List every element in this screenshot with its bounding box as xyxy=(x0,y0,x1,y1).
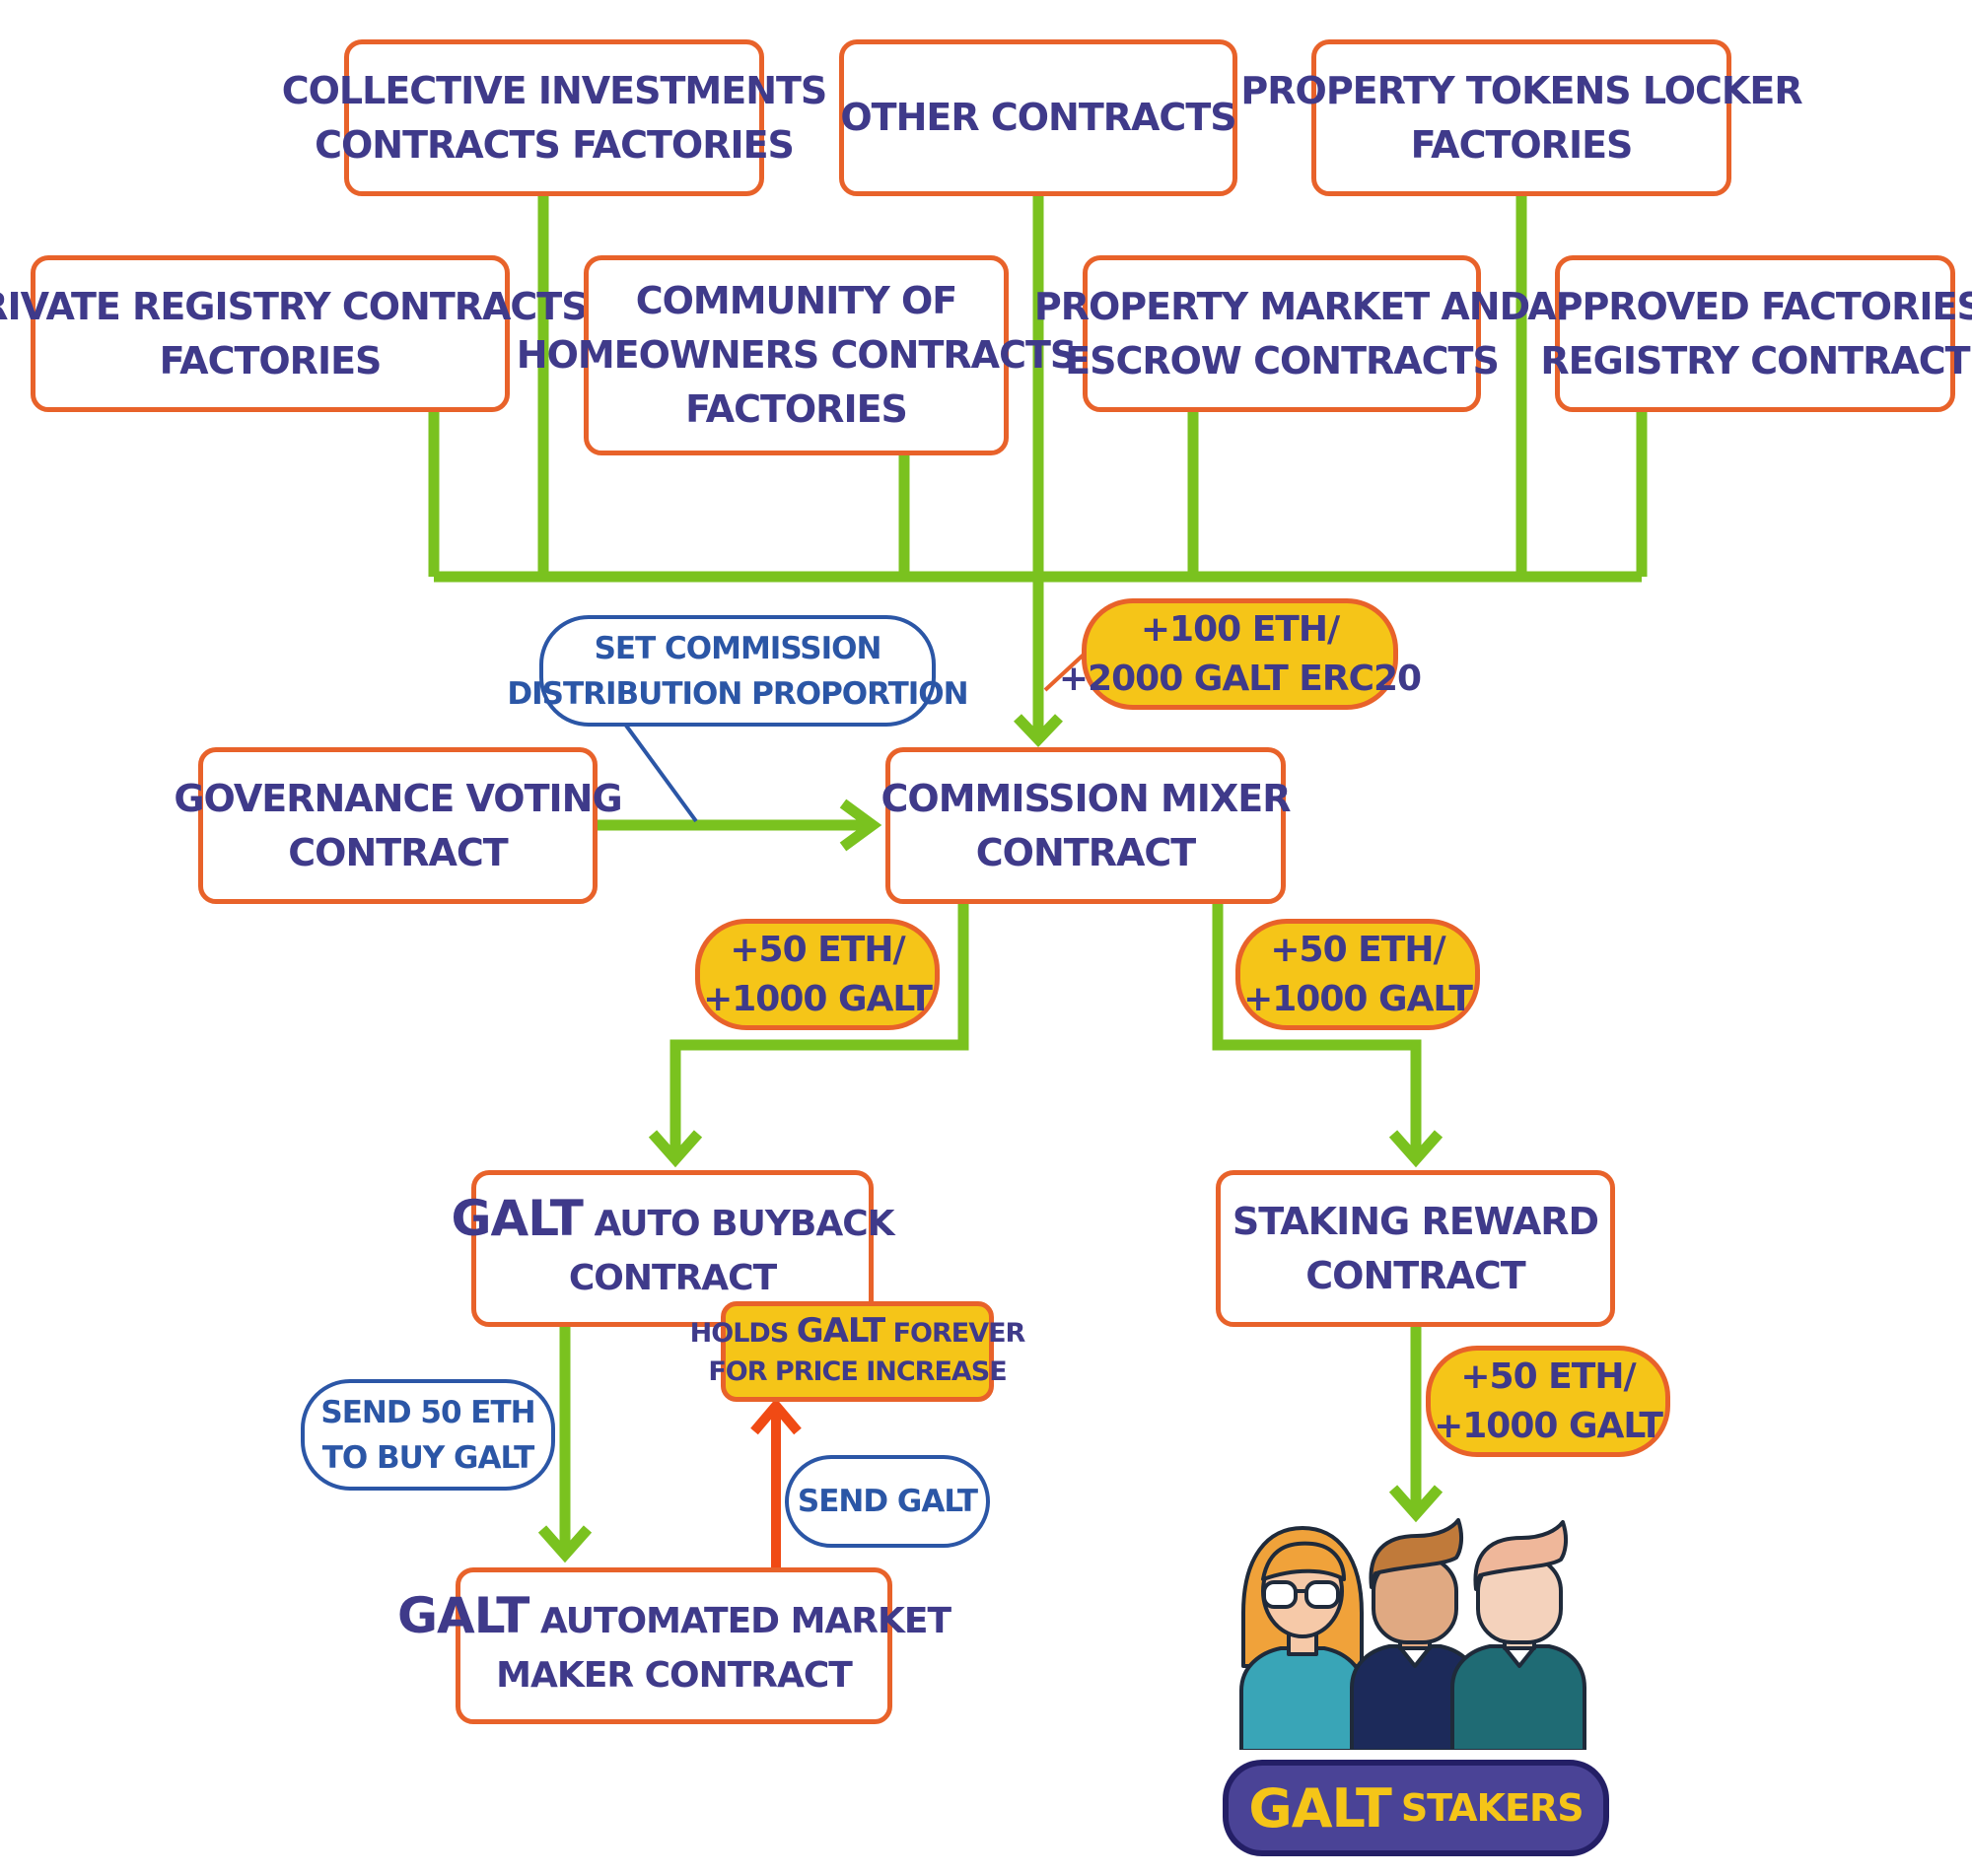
stakers-text: STAKERS xyxy=(1400,1786,1585,1830)
pill-line: +50 ETH/ xyxy=(1270,929,1445,970)
pill-pointer xyxy=(1043,652,1087,692)
set-commission-bubble: SET COMMISSION DISTRIBUTION PROPORTION xyxy=(507,615,969,727)
approved-factories-box: APPROVED FACTORIES REGISTRY CONTRACT xyxy=(1527,255,1972,412)
mixer-to-buyback xyxy=(669,902,969,1156)
galt-brand: GALT xyxy=(796,1311,885,1351)
amount-pill-to-staking: +50 ETH/ +1000 GALT xyxy=(1235,919,1480,1030)
bubble-line: SET COMMISSION xyxy=(594,630,882,666)
head-stakers xyxy=(1388,1485,1444,1523)
box-line: GALT AUTOMATED MARKET xyxy=(397,1589,951,1648)
box-line: CONTRACT xyxy=(975,830,1196,874)
box-line: COMMISSION MIXER xyxy=(880,776,1292,820)
private-registry-box: PRIVATE REGISTRY CONTRACTS FACTORIES xyxy=(0,255,589,412)
box-line: GALT AUTO BUYBACK xyxy=(451,1190,894,1251)
bubble-line: SEND GALT xyxy=(797,1484,978,1519)
pill-line: +1000 GALT xyxy=(1434,1405,1663,1446)
box-line: PROPERTY TOKENS LOCKER xyxy=(1240,68,1802,112)
commission-mixer-box: COMMISSION MIXER CONTRACT xyxy=(881,747,1291,904)
badge-text: HOLDS xyxy=(689,1318,790,1349)
head-staking xyxy=(1388,1130,1444,1168)
box-line: PROPERTY MARKET AND xyxy=(1033,284,1530,328)
other-contracts-box: OTHER CONTRACTS xyxy=(839,39,1237,196)
box-text: AUTO BUYBACK xyxy=(594,1204,894,1244)
box-line: FACTORIES xyxy=(685,387,908,431)
galt-brand: GALT xyxy=(396,1587,529,1644)
mixer-to-staking xyxy=(1212,902,1422,1156)
bubble-pointer xyxy=(616,713,698,823)
property-tokens-locker-box: PROPERTY TOKENS LOCKER FACTORIES xyxy=(1240,39,1803,196)
pill-line: +100 ETH/ xyxy=(1140,608,1340,650)
head-holds xyxy=(750,1398,802,1435)
box-line: CONTRACT xyxy=(568,1258,777,1298)
woman-icon xyxy=(1239,1526,1366,1750)
box-line: CONTRACT xyxy=(1305,1253,1525,1297)
holds-galt-forever-badge: HOLDS GALT FOREVER FOR PRICE INCREASE xyxy=(690,1301,1025,1402)
collective-investments-box: COLLECTIVE INVESTMENTS CONTRACTS FACTORI… xyxy=(282,39,827,196)
amount-pill-to-stakers: +50 ETH/ +1000 GALT xyxy=(1426,1346,1670,1457)
box-line: ESCROW CONTRACTS xyxy=(1065,338,1500,382)
badge-text: FOREVER xyxy=(892,1318,1026,1349)
box-line: GOVERNANCE VOTING xyxy=(174,776,622,820)
box-line: COMMUNITY OF xyxy=(635,279,958,322)
box-line: APPROVED FACTORIES xyxy=(1527,284,1972,328)
head-amm xyxy=(537,1525,593,1563)
send-eth-bubble: SEND 50 ETH TO BUY GALT xyxy=(301,1379,555,1491)
head-governance xyxy=(839,799,882,852)
pill-line: +1000 GALT xyxy=(1243,978,1473,1019)
send-galt-bubble: SEND GALT xyxy=(785,1455,990,1548)
stakers-group-icon xyxy=(1239,1518,1586,1750)
pill-line: +2000 GALT ERC20 xyxy=(1058,658,1422,699)
box-line: FACTORIES xyxy=(159,338,383,382)
box-line: OTHER CONTRACTS xyxy=(840,96,1236,139)
galt-brand: GALT xyxy=(451,1190,583,1247)
property-market-escrow-box: PROPERTY MARKET AND ESCROW CONTRACTS xyxy=(1034,255,1530,412)
governance-voting-box: GOVERNANCE VOTING CONTRACT xyxy=(174,747,623,904)
head-to-mixer xyxy=(1014,714,1063,747)
galt-auto-buyback-box: GALT AUTO BUYBACK CONTRACT xyxy=(451,1170,895,1327)
pill-line: +50 ETH/ xyxy=(730,929,905,970)
head-buyback xyxy=(648,1130,703,1168)
man-icon xyxy=(1350,1518,1480,1750)
box-text: AUTOMATED MARKET xyxy=(539,1601,951,1641)
pill-line: +50 ETH/ xyxy=(1460,1355,1636,1397)
amount-pill-to-mixer: +100 ETH/ +2000 GALT ERC20 xyxy=(1059,598,1422,710)
box-line: PRIVATE REGISTRY CONTRACTS xyxy=(0,284,589,328)
galt-brand: GALT xyxy=(1248,1776,1391,1840)
bubble-line: TO BUY GALT xyxy=(321,1439,535,1476)
staking-reward-box: STAKING REWARD CONTRACT xyxy=(1216,1170,1615,1327)
badge-line: HOLDS GALT FOREVER xyxy=(689,1311,1026,1353)
box-line: HOMEOWNERS CONTRACTS xyxy=(516,333,1077,377)
box-line: CONTRACTS FACTORIES xyxy=(315,122,795,167)
box-line: MAKER CONTRACT xyxy=(496,1655,853,1696)
pill-line: +1000 GALT xyxy=(703,978,933,1019)
man-icon xyxy=(1450,1520,1586,1750)
box-line: STAKING REWARD xyxy=(1232,1199,1599,1243)
bubble-line: SEND 50 ETH xyxy=(320,1394,535,1430)
box-line: REGISTRY CONTRACT xyxy=(1540,338,1970,382)
amount-pill-to-buyback: +50 ETH/ +1000 GALT xyxy=(695,919,940,1030)
box-line: CONTRACT xyxy=(288,830,508,874)
community-homeowners-box: COMMUNITY OF HOMEOWNERS CONTRACTS FACTOR… xyxy=(517,255,1077,455)
galt-amm-box: GALT AUTOMATED MARKET MAKER CONTRACT xyxy=(397,1567,951,1724)
box-line: COLLECTIVE INVESTMENTS xyxy=(281,68,828,112)
bubble-line: DISTRIBUTION PROPORTION xyxy=(507,675,968,712)
box-line: FACTORIES xyxy=(1410,122,1634,167)
badge-line: FOR PRICE INCREASE xyxy=(708,1356,1007,1387)
galt-stakers-label: GALT STAKERS xyxy=(1223,1760,1609,1856)
